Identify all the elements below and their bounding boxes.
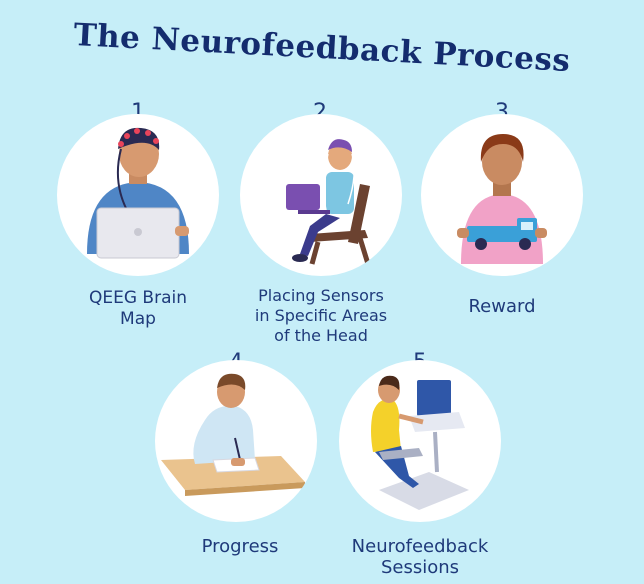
step-5-label: Neurofeedback Sessions [351, 536, 489, 578]
page-title: The Neurofeedback Process [72, 17, 572, 79]
child-holding-toy-truck-icon [457, 134, 547, 264]
step-4-label: Progress [201, 536, 279, 557]
step-2-label: Placing Sensors in Specific Areas of the… [254, 286, 388, 345]
person-with-eeg-cap-on-laptop-icon [87, 127, 189, 259]
step-3-circle [421, 114, 583, 276]
step-3-label: Reward [468, 296, 536, 317]
person-at-computer-session-icon [371, 375, 469, 510]
step-5-circle [339, 360, 501, 522]
person-with-sensors-in-chair-icon [286, 139, 371, 265]
step-1-label: QEEG Brain Map [88, 288, 187, 329]
step-1-circle [57, 114, 219, 276]
person-writing-at-desk-icon [161, 373, 305, 496]
step-2-circle [240, 114, 402, 276]
step-4-circle [155, 360, 317, 522]
